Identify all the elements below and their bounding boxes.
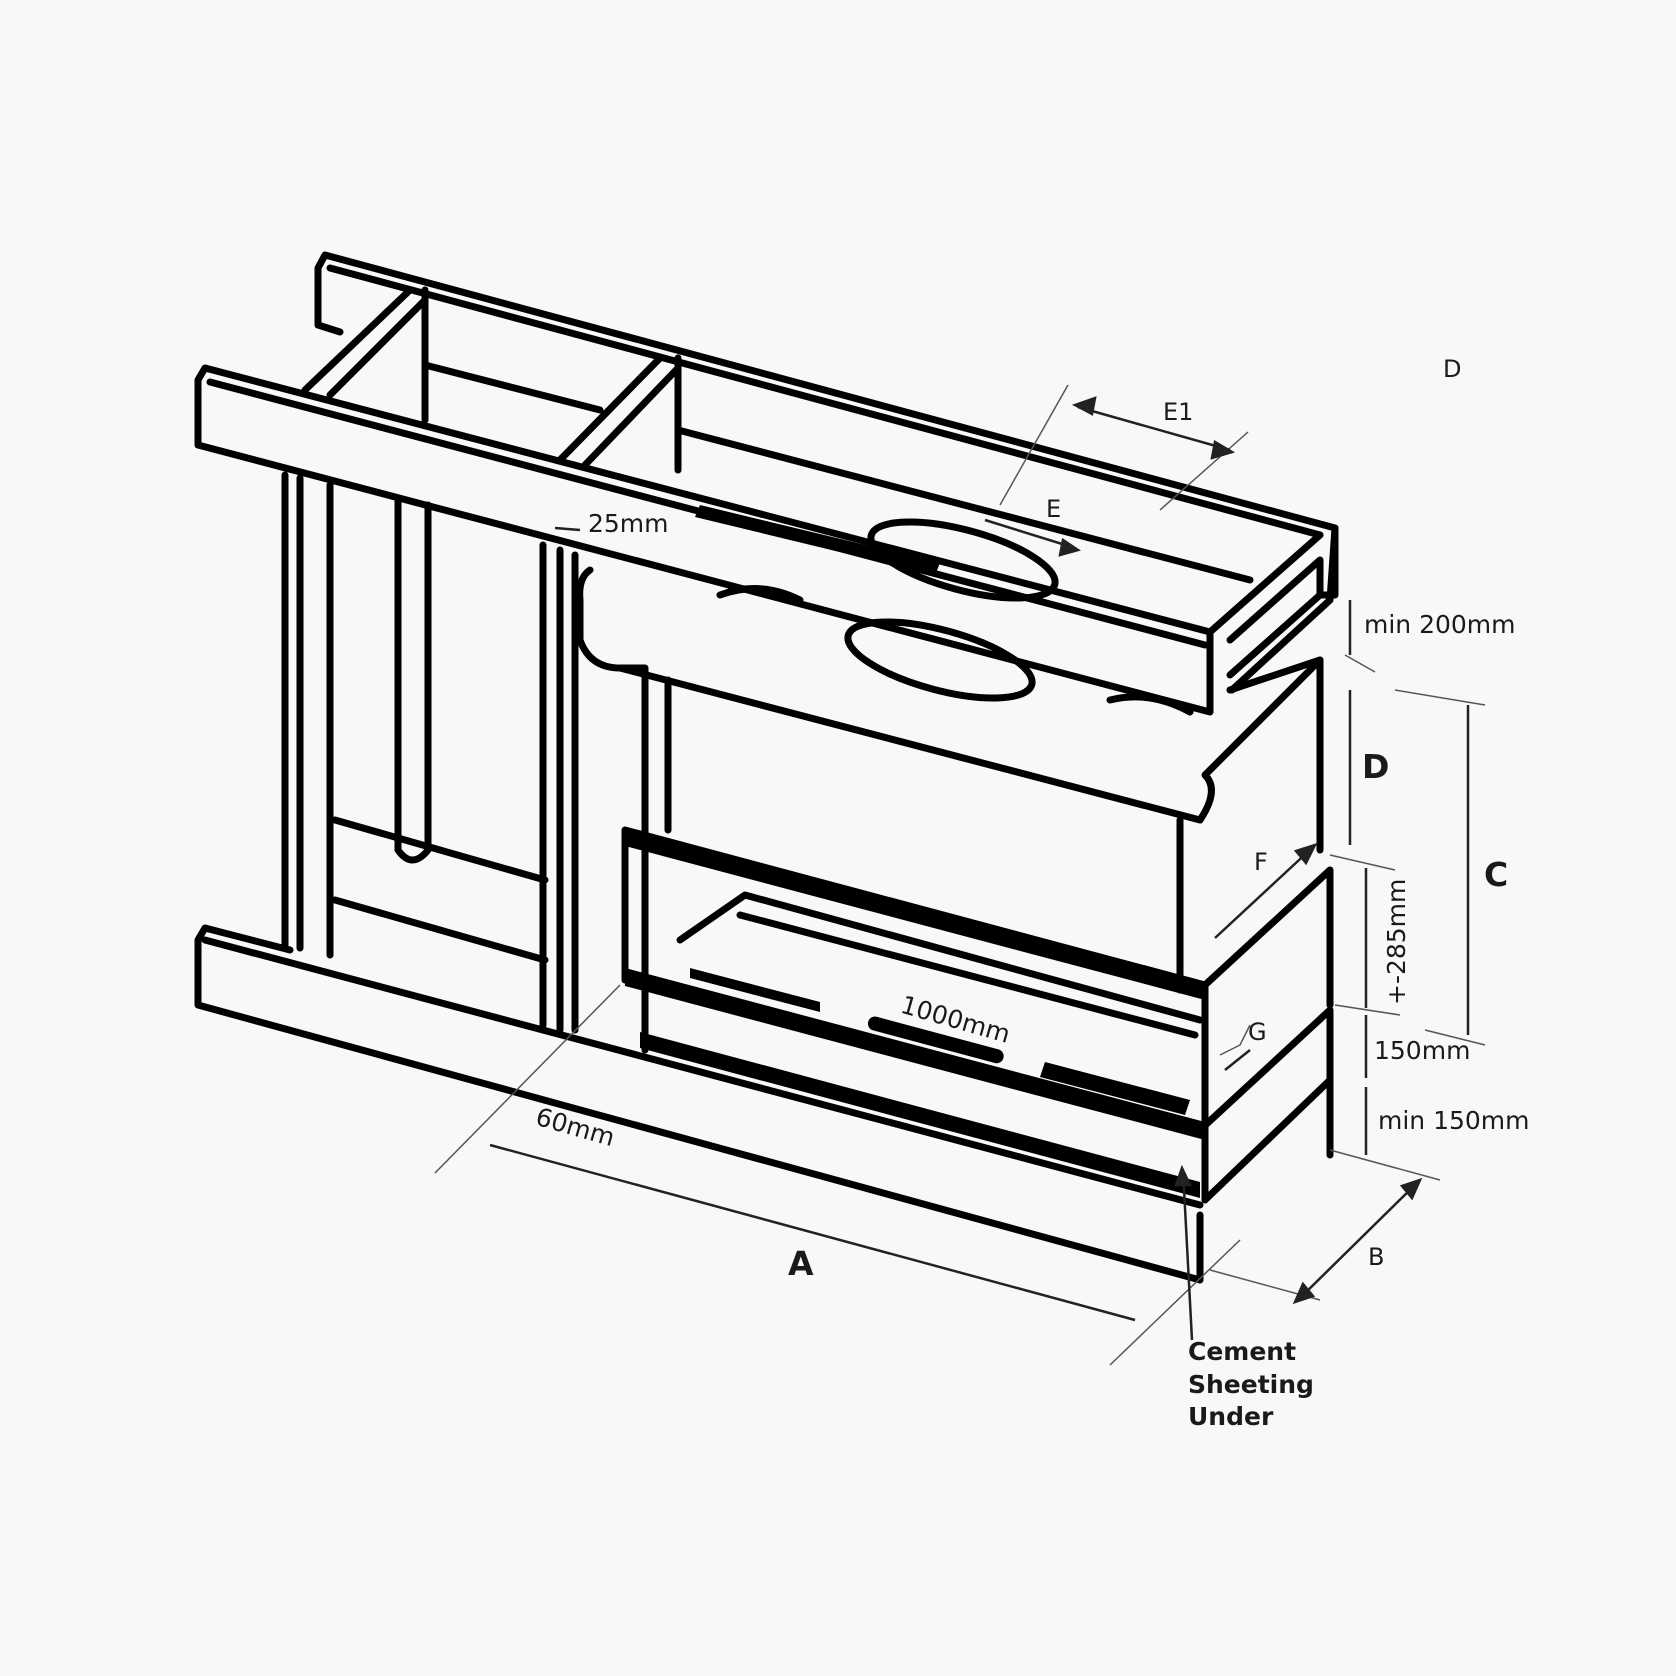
label-25mm: 25mm (588, 509, 669, 538)
cross-member-left (301, 286, 429, 399)
firebox-hood (576, 566, 1324, 854)
label-d-top: D (1443, 355, 1462, 383)
label-e: E (1046, 495, 1062, 523)
heavy-bands (625, 505, 1205, 1198)
label-285mm: +-285mm (1382, 878, 1411, 1005)
cross-member-mid (556, 354, 682, 469)
label-b: B (1368, 1243, 1385, 1271)
label-c: C (1484, 855, 1509, 894)
stud-mid (539, 541, 579, 1034)
flue-opening (867, 518, 1059, 602)
label-150mm: 150mm (1374, 1036, 1471, 1065)
label-e1: E1 (1163, 398, 1194, 426)
cement-sheeting-note: Cement Sheeting Under (1188, 1336, 1314, 1434)
label-min-200mm: min 200mm (1364, 610, 1516, 639)
label-min-150mm: min 150mm (1378, 1106, 1530, 1135)
cement-note-line-3: Under (1188, 1402, 1274, 1431)
label-d-main: D (1362, 747, 1390, 786)
label-g: G (1248, 1018, 1267, 1046)
top-frame-right-end (1206, 531, 1324, 679)
front-top-rail (194, 364, 1214, 716)
dimension-lines (434, 384, 1486, 1366)
bottom-front-rail (194, 924, 1204, 1284)
label-f: F (1254, 848, 1268, 876)
cement-note-line-2: Sheeting (1188, 1369, 1314, 1399)
cement-note-line-1: Cement (1188, 1337, 1297, 1366)
stud-left (281, 471, 334, 959)
burner-tray (676, 891, 1204, 1039)
label-a: A (788, 1244, 814, 1283)
dimension-arrows (489, 396, 1470, 1341)
stud-inner (394, 496, 432, 864)
